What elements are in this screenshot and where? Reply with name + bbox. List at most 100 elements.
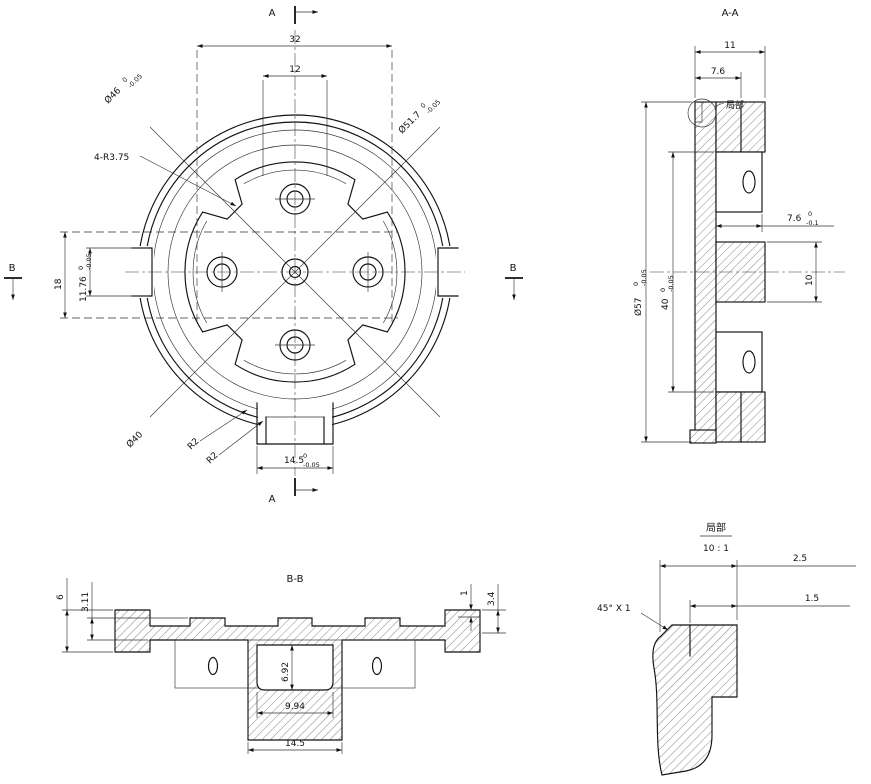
dim-text-dia57-tol-upper: 0 [632, 282, 640, 286]
front-view: 32 12 18 11.76 0 -0.05 Ø46 0 -0.05 Ø51.7… [4, 6, 523, 505]
dim-text-40-value: 40 [661, 298, 671, 310]
aa-bottom-hole-slot [742, 350, 756, 374]
dim-text-1-value: 1 [460, 590, 470, 596]
detail-geometry [652, 624, 738, 776]
aa-detail-callout-label: 局部 [726, 99, 744, 111]
dim-text-6: 6 [56, 594, 66, 600]
aa-rim-step-lines [695, 102, 703, 123]
front-dimensions: 32 12 18 11.76 0 -0.05 Ø46 0 -0.05 Ø51.7… [54, 35, 442, 474]
dim-text-3-11: 3.11 [81, 592, 91, 612]
dim-text-6-92-value: 6.92 [281, 662, 291, 682]
dim-text-r2-b-value: R2 [205, 451, 221, 467]
dim-text-18: 18 [54, 278, 64, 290]
section-bb-view: B-B 6 3.11 1 [56, 574, 506, 754]
bb-geometry [114, 609, 481, 741]
aa-foot-tab [689, 429, 717, 444]
aa-top-hole-slot [742, 170, 756, 194]
dim-text-dia51-7-value: Ø51.7 [396, 109, 423, 136]
dim-text-11-76: 11.76 0 -0.05 [77, 253, 93, 302]
dim-text-32: 32 [289, 35, 300, 45]
dim-text-dia57-tol-lower: -0.05 [640, 269, 648, 286]
dim-text-dia57: Ø57 0 -0.05 [632, 269, 648, 316]
aa-detail-callout-circle [687, 98, 717, 128]
dim-text-14-5-boss: 14.5 [285, 739, 305, 749]
dim-text-14-5: 14.5 [284, 456, 304, 466]
aa-geometry: 局部 [650, 98, 845, 444]
dim-text-6-value: 6 [56, 594, 66, 600]
section-aa-view: A-A 局部 11 7. [632, 8, 845, 444]
dim-text-11-76-tol-upper: 0 [77, 266, 85, 270]
bb-hole-right [371, 656, 383, 676]
aa-dimensions: 11 7.6 Ø57 0 -0.05 40 0 -0.05 7.6 0 -0.1… [632, 41, 834, 443]
bb-dimensions: 6 3.11 1 3.4 6.92 9.94 14.5 [56, 578, 506, 754]
leader-r2-a [199, 409, 248, 442]
section-marker-a-top: A [269, 8, 276, 19]
dim-text-7-6-step-tol-upper: 0 [808, 210, 812, 218]
detail-extension-lines [659, 560, 856, 632]
dim-text-r2-b: R2 [205, 451, 221, 467]
detail-title: 局部 [706, 521, 726, 534]
section-flag-lines [4, 6, 523, 496]
aa-detail-callout-leader [714, 102, 725, 107]
aa-extension-lines [641, 46, 834, 443]
diameter-diagonals [149, 126, 441, 418]
bb-center-pocket [256, 644, 334, 691]
dim-text-11-76-tol-lower: -0.05 [85, 253, 93, 270]
dim-text-1: 1 [460, 590, 470, 596]
dim-text-dia46-tol-upper: 0 [121, 76, 130, 85]
dim-text-chamfer: 45° X 1 [597, 604, 631, 614]
dim-text-14-5-tol-upper: 0 [303, 452, 307, 460]
chamfer-leader [640, 612, 669, 631]
dim-text-7-6-step: 7.6 [787, 214, 802, 224]
leader-r2-b [218, 420, 264, 456]
cloverleaf-profile [184, 161, 406, 383]
dim-text-dia46: Ø46 0 -0.05 [102, 72, 144, 106]
centerlines [125, 30, 465, 476]
dim-text-r2-a: R2 [186, 437, 202, 453]
dim-text-3-4-value: 3.4 [487, 591, 497, 606]
dim-text-dia46-tol-lower: -0.05 [126, 72, 144, 90]
dim-text-dia40: Ø40 [124, 429, 145, 450]
leader-4-r3-75 [139, 155, 237, 207]
dim-text-1-5: 1.5 [805, 594, 819, 604]
detail-dimensions: 2.5 1.5 45° X 1 [597, 554, 856, 632]
dim-text-dia57-value: Ø57 [633, 297, 644, 316]
dim-text-12: 12 [289, 65, 300, 75]
dim-text-dia51-7-tol-lower: -0.05 [425, 98, 443, 116]
dim-text-18-value: 18 [54, 278, 64, 290]
detail-view: 局部 10 : 1 2.5 1.5 45° X 1 [597, 521, 856, 776]
dim-text-dia40-value: Ø40 [124, 429, 145, 450]
dim-text-dia51-7-tol-upper: 0 [419, 101, 428, 110]
dim-text-10-value: 10 [805, 274, 815, 286]
front-geometry [60, 30, 465, 476]
dim-text-6-92: 6.92 [281, 662, 291, 682]
dim-text-40: 40 0 -0.05 [659, 275, 675, 310]
dim-text-9-94: 9.94 [285, 702, 305, 712]
dim-text-r2-a-value: R2 [186, 437, 202, 453]
dim-text-10: 10 [805, 274, 815, 286]
section-markers: A A B B [4, 6, 523, 505]
dim-text-14-5-tol-lower: -0.05 [303, 461, 320, 469]
dim-text-2-5: 2.5 [793, 554, 807, 564]
dim-text-11-76-value: 11.76 [79, 276, 89, 302]
section-marker-b-left: B [9, 263, 16, 274]
dim-text-dia46-value: Ø46 [102, 85, 123, 106]
bb-extension-lines [62, 578, 506, 754]
dim-text-7-6-top: 7.6 [711, 67, 726, 77]
dim-text-3-4: 3.4 [487, 591, 497, 606]
detail-scale: 10 : 1 [703, 544, 729, 554]
dim-text-3-11-value: 3.11 [81, 592, 91, 612]
dim-text-7-6-step-tol-lower: -0.1 [806, 219, 819, 227]
dim-text-11: 11 [724, 41, 735, 51]
section-aa-title: A-A [722, 8, 739, 19]
detail-profile [652, 624, 738, 776]
section-bb-title: B-B [287, 574, 304, 585]
bb-hole-left [207, 656, 219, 676]
section-marker-b-right: B [510, 263, 517, 274]
dim-text-40-tol-upper: 0 [659, 288, 667, 292]
front-extension-lines [86, 80, 334, 474]
section-marker-a-bottom: A [269, 494, 276, 505]
dim-text-4-r3-75: 4-R3.75 [94, 153, 129, 163]
